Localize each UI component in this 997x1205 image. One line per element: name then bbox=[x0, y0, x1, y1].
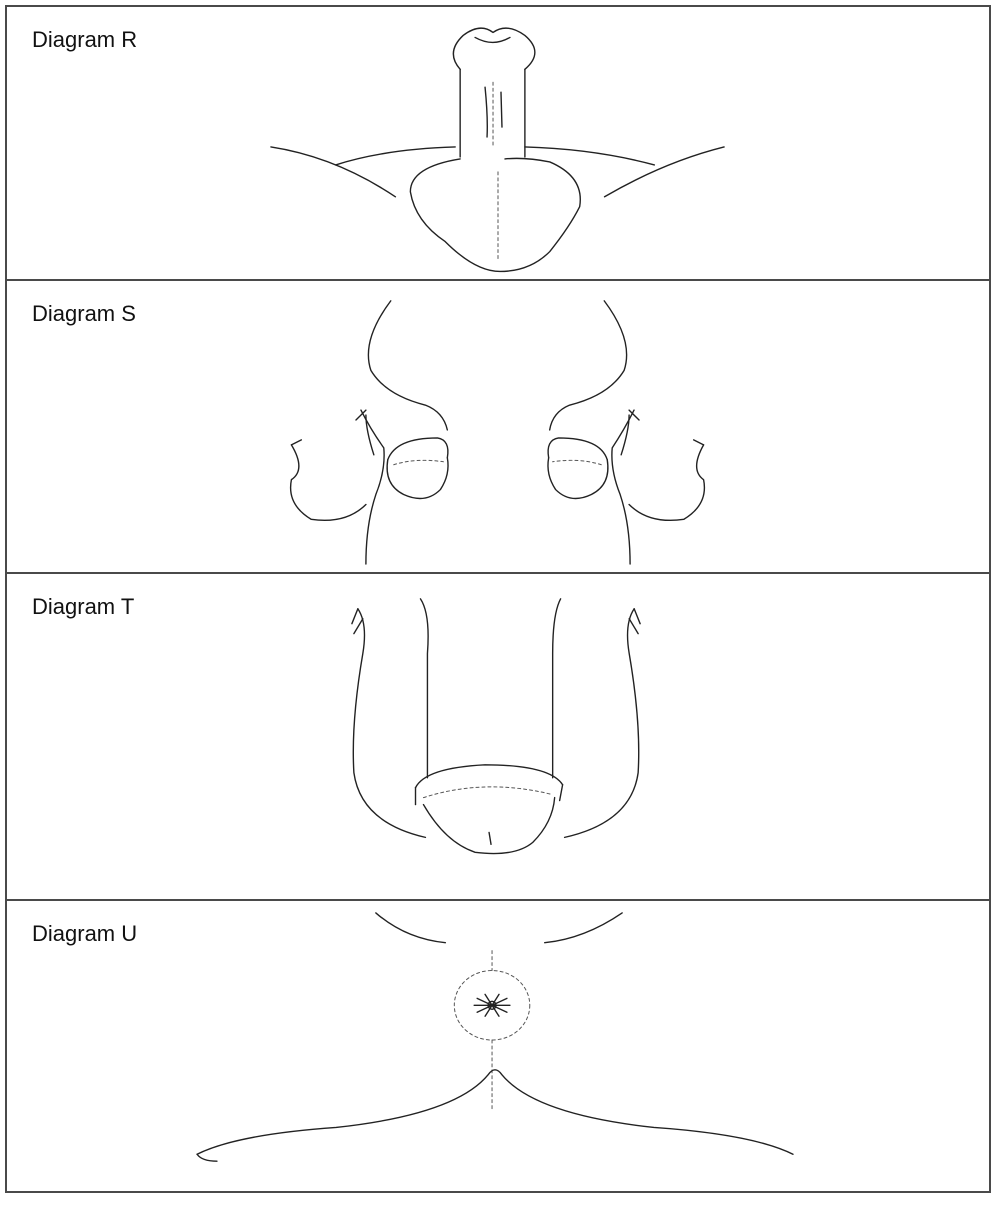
diagram-r-panel: Diagram R bbox=[7, 7, 989, 279]
diagram-t-panel: Diagram T bbox=[7, 572, 989, 899]
diagram-t-illustration bbox=[7, 574, 989, 899]
diagram-u-illustration bbox=[7, 901, 989, 1191]
diagram-u-panel: Diagram U bbox=[7, 899, 989, 1191]
diagram-r-illustration bbox=[7, 7, 989, 279]
diagram-s-illustration bbox=[7, 281, 989, 572]
diagram-table: Diagram R Diagram S bbox=[5, 5, 991, 1193]
diagram-s-panel: Diagram S bbox=[7, 279, 989, 572]
